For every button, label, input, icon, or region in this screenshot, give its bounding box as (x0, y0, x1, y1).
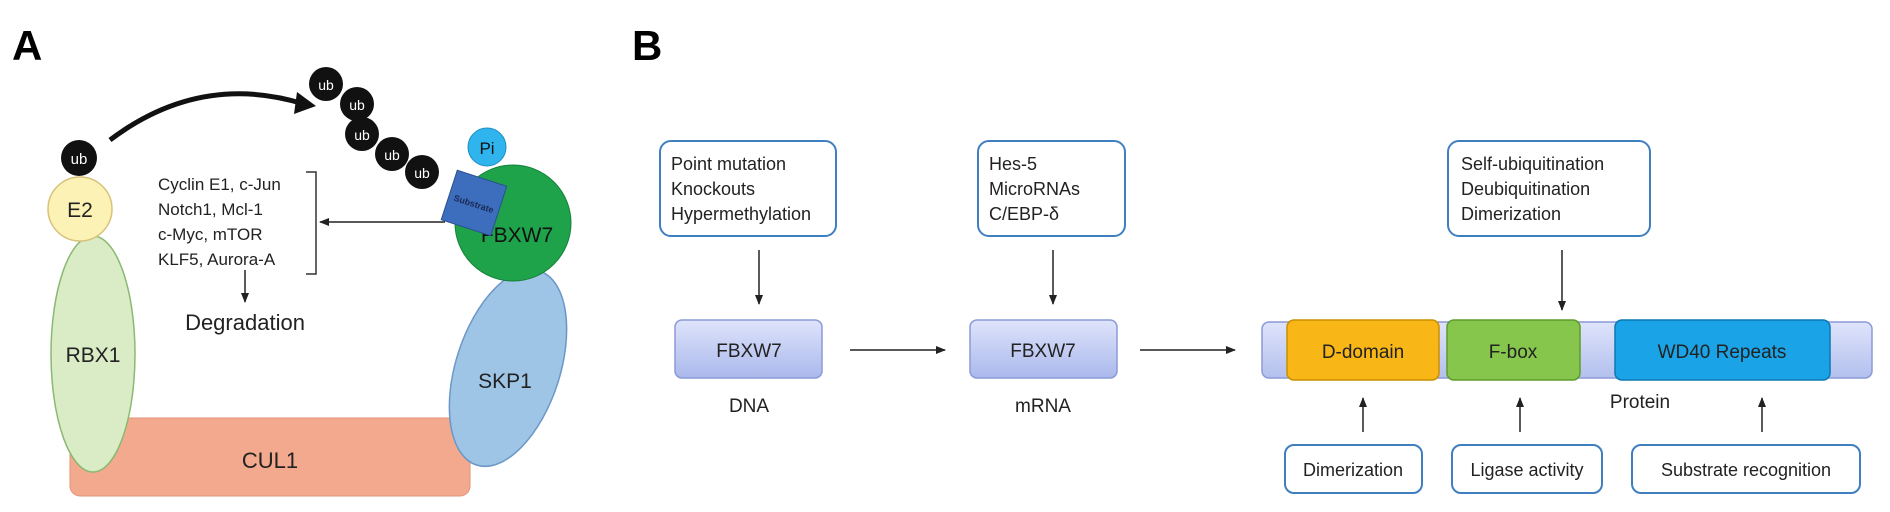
mrna-regulator-1: Hes-5 (989, 154, 1037, 174)
substrate-line-2: Notch1, Mcl-1 (158, 200, 263, 219)
protein-regulators-box (1447, 140, 1651, 237)
ub-chain: ub ub ub ub ub (309, 67, 439, 189)
substrate-line-3: c-Myc, mTOR (158, 225, 263, 244)
mrna-gene-label: FBXW7 (1010, 341, 1075, 362)
ub-chain-4 (375, 137, 409, 171)
substrate-line-1: Cyclin E1, c-Jun (158, 175, 281, 194)
dna-regulator-1: Point mutation (671, 154, 786, 174)
dimerization-function-label: Dimerization (1303, 460, 1403, 480)
ub-chain-4-label: ub (384, 147, 400, 163)
ub-transfer-arrowhead (294, 92, 316, 114)
ligase-function-label: Ligase activity (1470, 460, 1583, 480)
f-box-box (1446, 319, 1581, 381)
ub-chain-1-label: ub (318, 77, 334, 93)
ub-chain-3-label: ub (354, 127, 370, 143)
e2-label: E2 (67, 199, 93, 222)
rbx1-label: RBX1 (66, 344, 121, 367)
wd40-box (1614, 319, 1831, 381)
dna-regulators-box (659, 140, 837, 237)
ligase-function-box (1451, 444, 1603, 494)
mrna-regulators-box (977, 140, 1126, 237)
substrate-recognition-label: Substrate recognition (1661, 460, 1831, 480)
fbxw7-label: FBXW7 (481, 224, 553, 247)
degradation-label: Degradation (185, 310, 305, 335)
ub-chain-5-label: ub (414, 165, 430, 181)
skp1-label: SKP1 (478, 370, 532, 393)
d-domain-box (1286, 319, 1440, 381)
substrate-list: Cyclin E1, c-Jun Notch1, Mcl-1 c-Myc, mT… (158, 175, 281, 269)
ub-chain-1 (309, 67, 343, 101)
f-box-label: F-box (1489, 342, 1538, 363)
ub-chain-3 (345, 117, 379, 151)
ub-transfer-arrow (108, 91, 305, 142)
panel-b-letter: B (632, 22, 662, 69)
mrna-caption: mRNA (1015, 396, 1071, 417)
mrna-regulator-2: MicroRNAs (989, 179, 1080, 199)
dna-gene-box (674, 319, 823, 379)
dna-regulator-2: Knockouts (671, 179, 755, 199)
ub-chain-2-label: ub (349, 97, 365, 113)
substrate-line-4: KLF5, Aurora-A (158, 250, 276, 269)
mrna-gene-box (969, 319, 1118, 379)
ub-on-e2 (61, 140, 97, 176)
ub-on-e2-label: ub (71, 151, 88, 168)
e2-circle (47, 176, 113, 242)
protein-caption: Protein (1610, 392, 1670, 413)
protein-regulator-3: Dimerization (1461, 204, 1561, 224)
pi-circle (467, 127, 507, 167)
wd40-label: WD40 Repeats (1658, 342, 1787, 363)
ub-chain-2 (340, 87, 374, 121)
dna-caption: DNA (729, 396, 769, 417)
protein-regulator-1: Self-ubiquitination (1461, 154, 1604, 174)
panel-a-letter: A (12, 22, 42, 69)
panel-a: A CUL1 RBX1 E2 ub ub ub ub ub ub (12, 22, 572, 497)
panel-b: B Point mutation Knockouts Hypermethylat… (632, 22, 1873, 494)
pi-label: Pi (479, 139, 494, 158)
d-domain-label: D-domain (1322, 342, 1404, 363)
mrna-regulator-3: C/EBP-δ (989, 204, 1059, 224)
protein-regulator-2: Deubiquitination (1461, 179, 1590, 199)
ub-chain-5 (405, 155, 439, 189)
substrate-bracket (306, 171, 317, 275)
dna-gene-label: FBXW7 (716, 341, 781, 362)
substrate-recognition-box (1631, 444, 1861, 494)
substrate-box: Substrate (440, 169, 508, 237)
cul1-label: CUL1 (242, 448, 298, 473)
dimerization-function-box (1284, 444, 1423, 494)
dna-regulator-3: Hypermethylation (671, 204, 811, 224)
